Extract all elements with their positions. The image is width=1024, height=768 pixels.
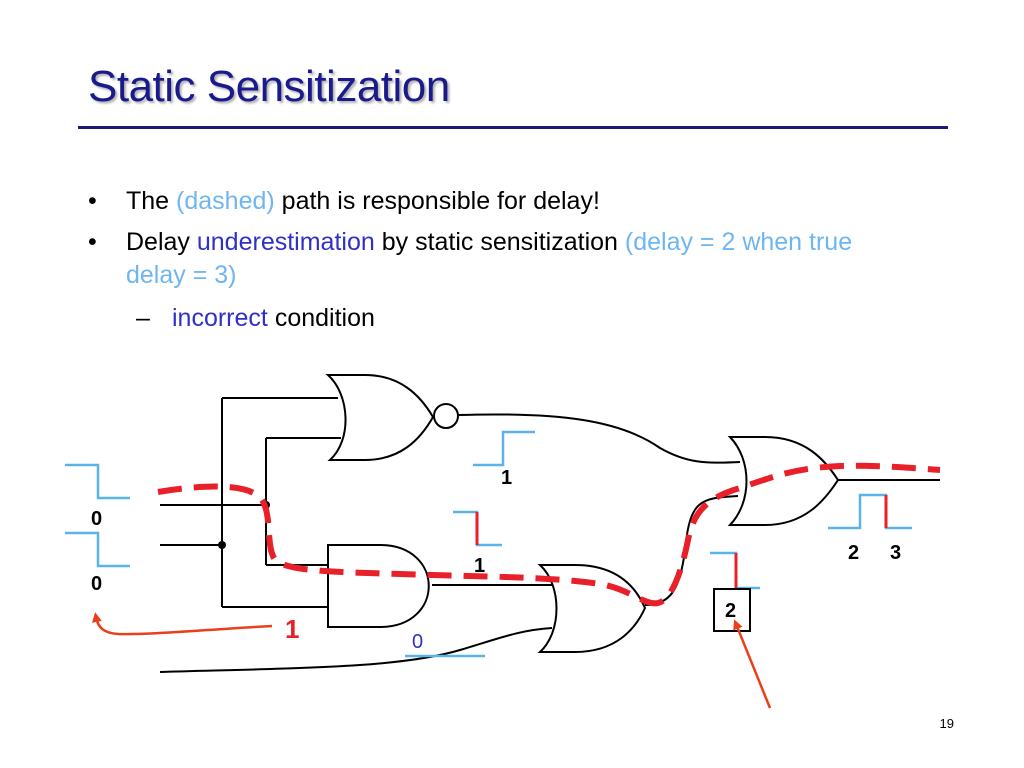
sub-bullet-dash: – xyxy=(136,304,150,332)
bullet-text: Delay xyxy=(126,228,190,256)
bullet-text: path is responsible for delay! xyxy=(281,187,600,215)
bullet-item: • Delay underestimation by static sensit… xyxy=(88,226,918,292)
slide-title: Static Sensitization xyxy=(88,62,450,111)
bullet-text: The xyxy=(126,187,170,215)
waveform-nor-output xyxy=(473,430,535,467)
junction-dot xyxy=(218,541,226,549)
and-output-value-label: 1 xyxy=(474,555,485,577)
bullet-item: • The (dashed) path is responsible for d… xyxy=(88,185,918,218)
gate-delay-box xyxy=(713,588,751,632)
sensitize-arrow xyxy=(91,612,273,636)
and-gate xyxy=(327,544,430,628)
input-b-value-label: 0 xyxy=(91,573,102,595)
transition-markers xyxy=(475,495,888,588)
bullet-list: • The (dashed) path is responsible for d… xyxy=(88,185,918,335)
bullet-dot: • xyxy=(88,187,97,215)
output-time-label-2: 3 xyxy=(890,542,901,564)
delay-box-arrow xyxy=(733,619,772,709)
sub-bullet-text: condition xyxy=(274,304,375,332)
bullet-dot: • xyxy=(88,228,97,256)
title-underline xyxy=(78,126,948,129)
sub-bullet-emphasis: incorrect xyxy=(172,304,268,332)
nor-output-value-label: 1 xyxy=(501,467,512,489)
output-time-label-1: 2 xyxy=(848,542,859,564)
waveform-input-a xyxy=(65,463,130,500)
nor-gate xyxy=(325,374,435,461)
delay-box-label: 2 xyxy=(725,600,736,622)
or-input-value-label: 0 xyxy=(412,631,423,653)
bullet-highlight: (dashed) xyxy=(176,187,275,215)
wire-bottom-input xyxy=(159,627,553,673)
bullet-highlight: (delay = 2 when true delay = 3) xyxy=(126,228,853,289)
page-number: 19 xyxy=(939,716,954,731)
bullet-emphasis: underestimation xyxy=(196,228,375,256)
wire-nor-output xyxy=(457,413,741,464)
waveform-final-output xyxy=(828,493,912,530)
wires xyxy=(159,397,940,673)
sub-bullet-item: – incorrect condition xyxy=(88,302,918,335)
sensitized-value-label: 1 xyxy=(285,614,299,644)
final-or-gate xyxy=(727,436,840,526)
waveform-input-b xyxy=(65,531,130,568)
dashed-critical-path xyxy=(157,462,941,607)
nor-inversion-bubble xyxy=(433,403,459,429)
bullet-text: by static sensitization xyxy=(381,228,618,256)
input-a-value-label: 0 xyxy=(91,508,102,530)
